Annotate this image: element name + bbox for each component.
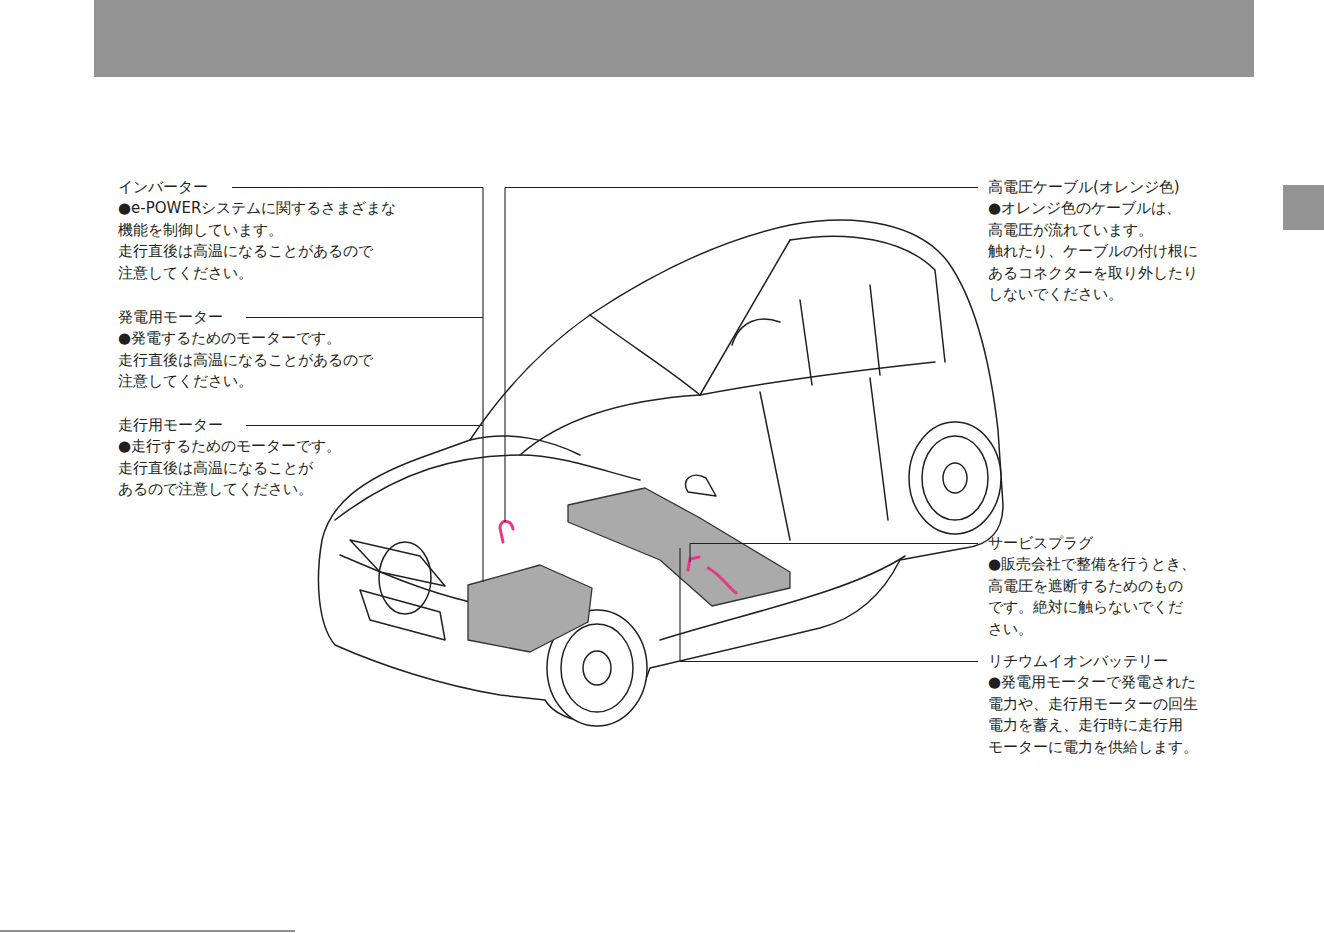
text-line: 電力を蓄え、走行時に走行用 [988, 715, 1198, 737]
footnote-rule [0, 930, 295, 931]
text-line: あるコネクターを取り外したり [988, 263, 1198, 285]
leader-line [246, 317, 483, 318]
leader-line [504, 188, 505, 523]
text-line: ●発電するためのモーターです。 [118, 328, 373, 350]
front-right-rim [561, 624, 633, 712]
text-line: モーターに電力を供給します。 [988, 737, 1198, 759]
text-line: ●オレンジ色のケーブルは、 [988, 198, 1198, 220]
text-line: サービスプラグ [988, 533, 1093, 555]
part-name: リチウムイオンバッテリー [988, 651, 1168, 673]
battery-pack [568, 488, 790, 606]
side-tab [1283, 185, 1324, 230]
hood-crease [470, 436, 580, 455]
front-right-hub [583, 651, 611, 685]
leader-line [679, 548, 680, 662]
text-line: リチウムイオンバッテリー [988, 651, 1168, 673]
a-pillar [590, 315, 700, 395]
part-note: ●発電用モーターで発電された 電力や、走行用モーターの回生 電力を蓄え、走行時に… [988, 672, 1198, 758]
car-drawing [318, 220, 1003, 726]
rear-right-wheel [909, 422, 1001, 534]
part-note: ●発電するためのモーターです。 走行直後は高温になることがあるので 注意してくだ… [118, 328, 373, 393]
hv-cable [500, 521, 736, 593]
leader-line [232, 187, 483, 188]
text-line: ●e-POWERシステムに関するさまざまな [118, 198, 396, 220]
hv-cable-rear [708, 568, 736, 593]
text-line: 注意してください。 [118, 371, 373, 393]
window-pillar [800, 285, 880, 385]
text-line: 走行用モーター [118, 415, 223, 437]
hv-cable-front [500, 521, 513, 542]
text-line: ●走行するためのモーターです。 [118, 436, 341, 458]
part-name: 高電圧ケーブル(オレンジ色) [988, 177, 1180, 199]
leader-line [482, 188, 483, 583]
side-window [790, 236, 945, 362]
text-line: 注意してください。 [118, 263, 396, 285]
powertrain [468, 488, 790, 652]
part-note: ●オレンジ色のケーブルは、 高電圧が流れています。 触れたり、ケーブルの付け根に… [988, 198, 1198, 306]
windshield-edge [700, 240, 790, 395]
car-body [318, 220, 1003, 722]
windshield-base [520, 395, 700, 455]
part-note: ●販売会社で整備を行うとき、 高電圧を遮断するためのもの です。絶対に触らないで… [988, 554, 1196, 640]
text-line: インバーター [118, 177, 208, 199]
part-note: ●走行するためのモーターです。 走行直後は高温になることが あるので注意してくだ… [118, 436, 341, 501]
leader-line [690, 543, 978, 544]
text-line: あるので注意してください。 [118, 479, 341, 501]
text-line: 機能を制御しています。 [118, 220, 396, 242]
front-left-wheel [379, 542, 431, 614]
text-line: 走行直後は高温になることが [118, 458, 341, 480]
text-line: しないでください。 [988, 284, 1198, 306]
motor-block [468, 565, 592, 652]
text-line: 高電圧が流れています。 [988, 220, 1198, 242]
text-line: ●販売会社で整備を行うとき、 [988, 554, 1196, 576]
rear-right-hub [943, 463, 967, 493]
rear-wheel-hint [732, 319, 780, 345]
text-line: 高電圧を遮断するためのもの [988, 576, 1196, 598]
text-line: 走行直後は高温になることがあるので [118, 241, 396, 263]
part-name: 走行用モーター [118, 415, 223, 437]
part-name: 発電用モーター [118, 307, 223, 329]
text-line: です。絶対に触らないでくだ [988, 597, 1196, 619]
rear-right-rim [922, 436, 988, 520]
text-line: さい。 [988, 619, 1196, 641]
leader-line [680, 661, 978, 662]
grille [360, 590, 445, 640]
leader-line [505, 187, 978, 188]
part-name: サービスプラグ [988, 533, 1093, 555]
text-line: 高電圧ケーブル(オレンジ色) [988, 177, 1180, 199]
header-bar [94, 0, 1254, 77]
part-note: ●e-POWERシステムに関するさまざまな 機能を制御しています。 走行直後は高… [118, 198, 396, 284]
window-line [700, 362, 935, 395]
text-line: 触れたり、ケーブルの付け根に [988, 241, 1198, 263]
part-name: インバーター [118, 177, 208, 199]
mirror [685, 475, 716, 496]
door-line [760, 378, 888, 540]
text-line: 走行直後は高温になることがあるので [118, 350, 373, 372]
text-line: 電力や、走行用モーターの回生 [988, 694, 1198, 716]
leader-line [246, 425, 483, 426]
leader-line [689, 544, 690, 563]
text-line: ●発電用モーターで発電された [988, 672, 1198, 694]
text-line: 発電用モーター [118, 307, 223, 329]
